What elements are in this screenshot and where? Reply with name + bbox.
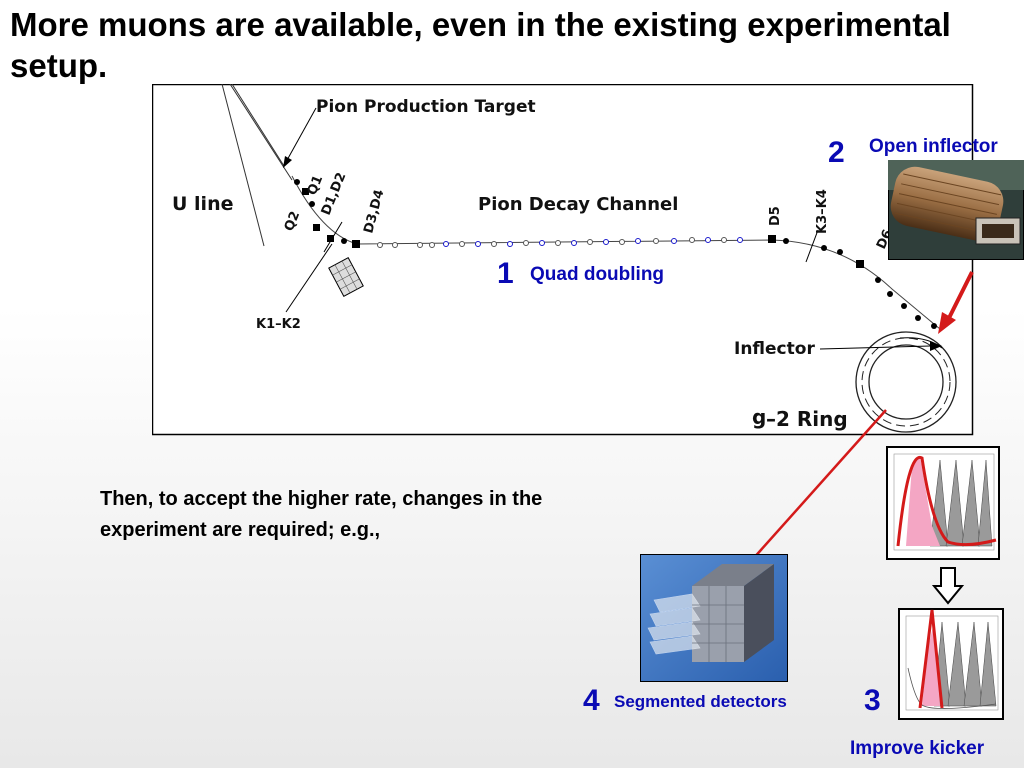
target-pointer <box>285 107 317 163</box>
callout-4-label: Segmented detectors <box>614 692 787 711</box>
inflector-pointer-head <box>930 341 942 351</box>
callout-1-number: 1 <box>497 257 514 290</box>
ring-g-label: g <box>752 405 766 429</box>
magnet-mark <box>887 291 893 297</box>
callout-3-number: 3 <box>864 684 881 717</box>
slide-title: More muons are available, even in the ex… <box>10 6 951 84</box>
ring-label: –2 Ring <box>766 407 848 431</box>
ring-dashed <box>861 337 951 427</box>
d6-magnet <box>856 260 864 268</box>
k1k2-tick <box>323 221 343 253</box>
decay-channel-label: Pion Decay Channel <box>478 194 678 215</box>
callout-4-number: 4 <box>583 684 600 717</box>
target-pointer-head <box>283 156 292 168</box>
magnet-mark <box>294 179 300 185</box>
k1k2-pointer <box>285 243 333 313</box>
diagram-frame <box>152 84 974 436</box>
callout-2-label: Open inflector <box>869 136 998 157</box>
open-inflector-photo <box>888 160 1024 260</box>
magnet-mark <box>327 235 334 242</box>
magnet-mark <box>302 188 309 195</box>
kicker-pulse-after <box>898 608 1004 720</box>
d5-label: D5 <box>768 206 783 226</box>
q2-label: Q2 <box>282 209 303 233</box>
magnet-mark <box>875 277 881 283</box>
d5-magnet <box>768 235 776 243</box>
pion-target-label: Pion Production Target <box>316 97 536 117</box>
target-arrow-line <box>231 84 285 167</box>
k1k2-label: K1–K2 <box>256 317 301 332</box>
magnet-mark <box>901 303 907 309</box>
target-block <box>328 257 364 297</box>
magnet-mark <box>783 238 789 244</box>
magnet-mark <box>821 245 827 251</box>
u-line-right <box>229 84 293 181</box>
segmented-detector-image <box>640 554 788 682</box>
callout-2-number: 2 <box>828 136 845 169</box>
magnet-mark <box>837 249 843 255</box>
body-text: Then, to accept the higher rate, changes… <box>100 488 543 541</box>
callout-3-label: Improve kicker <box>850 738 985 759</box>
ring-inner <box>868 344 944 420</box>
u-line-label: U line <box>172 193 233 215</box>
magnet-mark <box>313 224 320 231</box>
magnet-mark <box>352 240 360 248</box>
inflector-pointer <box>819 345 931 350</box>
callout-1-label: Quad doubling <box>530 264 665 285</box>
u-line-left <box>221 84 265 247</box>
magnet-mark <box>931 323 937 329</box>
q1-label: Q1 <box>305 173 326 197</box>
kicker-pulse-before <box>886 446 1000 560</box>
inflector-label: Inflector <box>734 339 815 359</box>
magnet-mark <box>341 238 347 244</box>
k3k4-label: K3–K4 <box>815 189 830 234</box>
detector-pointer <box>751 409 887 561</box>
quad-row <box>377 237 743 248</box>
magnet-mark <box>915 315 921 321</box>
inflector-arrow <box>938 271 974 334</box>
k3k4-tick <box>805 229 819 263</box>
ring-outer <box>855 331 957 433</box>
down-arrow <box>932 567 964 605</box>
magnet-mark <box>309 201 315 207</box>
beamline-diagram: Pion Production Target U line Pion Decay… <box>152 84 974 436</box>
